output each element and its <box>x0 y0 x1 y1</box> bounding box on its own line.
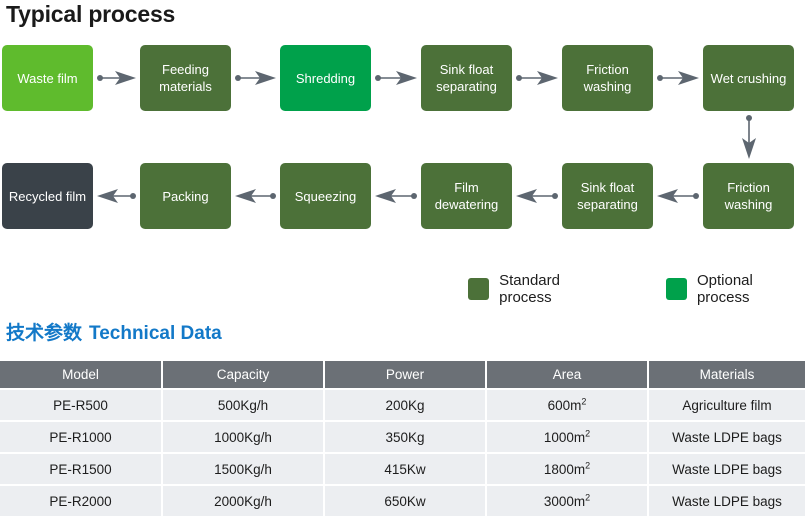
process-box-sink-float-separating: Sink float separating <box>562 163 653 229</box>
arrow-left-2 <box>235 187 276 205</box>
process-box-film-dewatering: Film dewatering <box>421 163 512 229</box>
table-cell-capacity: 1500Kg/h <box>163 452 325 484</box>
table-cell-capacity: 1000Kg/h <box>163 420 325 452</box>
table-cell-area: 3000m2 <box>487 484 649 516</box>
process-box-shredding: Shredding <box>280 45 371 111</box>
table-cell-area: 600m2 <box>487 388 649 420</box>
table-cell-materials: Waste LDPE bags <box>649 420 805 452</box>
table-cell-power: 350Kg <box>325 420 487 452</box>
legend-label: Optional process <box>696 272 753 306</box>
table-cell-model: PE-R500 <box>0 388 163 420</box>
process-box-friction-washing: Friction washing <box>562 45 653 111</box>
table-cell-capacity: 500Kg/h <box>163 388 325 420</box>
arrow-left-4 <box>516 187 558 205</box>
arrow-left-1 <box>97 187 136 205</box>
process-box-label: Waste film <box>17 70 78 86</box>
technical-data-heading: 技术参数 Technical Data <box>6 321 222 346</box>
process-box-label: Wet crushing <box>710 70 787 86</box>
arrow-right-2 <box>235 69 276 87</box>
arrow-right-1 <box>97 69 136 87</box>
process-box-recycled-film: Recycled film <box>2 163 93 229</box>
table-header-capacity: Capacity <box>163 361 325 388</box>
table-header-area: Area <box>487 361 649 388</box>
table-cell-model: PE-R2000 <box>0 484 163 516</box>
table-cell-model: PE-R1500 <box>0 452 163 484</box>
legend-label: Standard process <box>499 272 560 306</box>
table-cell-materials: Waste LDPE bags <box>649 452 805 484</box>
technical-data-heading-cn: 技术参数 <box>6 322 83 344</box>
page-title: Typical process <box>6 1 176 27</box>
process-box-waste-film: Waste film <box>2 45 93 111</box>
process-box-label: Packing <box>162 188 209 204</box>
process-box-label: Squeezing <box>294 188 357 204</box>
table-header-power: Power <box>325 361 487 388</box>
arrow-left-5 <box>657 187 699 205</box>
legend-swatch <box>468 278 490 300</box>
legend: Standard process Optional process <box>468 272 805 306</box>
arrow-down-row-connector <box>740 115 758 159</box>
table-cell-power: 200Kg <box>325 388 487 420</box>
legend-swatch <box>665 278 687 300</box>
process-box-squeezing: Squeezing <box>280 163 371 229</box>
arrow-right-3 <box>375 69 417 87</box>
process-box-label: Film dewatering <box>434 180 499 212</box>
process-box-label: Shredding <box>295 70 356 86</box>
process-box-friction-washing: Friction washing <box>703 163 794 229</box>
table-cell-area: 1800m2 <box>487 452 649 484</box>
table-header-materials: Materials <box>649 361 805 388</box>
table-cell-capacity: 2000Kg/h <box>163 484 325 516</box>
process-box-packing: Packing <box>140 163 231 229</box>
process-box-label: Friction washing <box>724 180 773 212</box>
process-box-feeding-materials: Feeding materials <box>140 45 231 111</box>
table-cell-power: 650Kw <box>325 484 487 516</box>
arrow-right-5 <box>657 69 699 87</box>
process-box-wet-crushing: Wet crushing <box>703 45 794 111</box>
table-header-model: Model <box>0 361 163 388</box>
technical-data-heading-en: Technical Data <box>89 323 222 344</box>
arrow-left-3 <box>375 187 417 205</box>
process-box-label: Sink float separating <box>436 62 497 94</box>
table-cell-model: PE-R1000 <box>0 420 163 452</box>
table-cell-area: 1000m2 <box>487 420 649 452</box>
process-box-sink-float-separating: Sink float separating <box>421 45 512 111</box>
table-cell-materials: Agriculture film <box>649 388 805 420</box>
table-cell-materials: Waste LDPE bags <box>649 484 805 516</box>
process-box-label: Recycled film <box>8 188 87 204</box>
arrow-right-4 <box>516 69 558 87</box>
table-cell-power: 415Kw <box>325 452 487 484</box>
legend-item-optional-process: Optional process <box>665 272 805 306</box>
legend-item-standard-process: Standard process <box>468 272 612 306</box>
process-box-label: Feeding materials <box>159 62 212 94</box>
process-box-label: Sink float separating <box>577 180 638 212</box>
process-box-label: Friction washing <box>583 62 632 94</box>
